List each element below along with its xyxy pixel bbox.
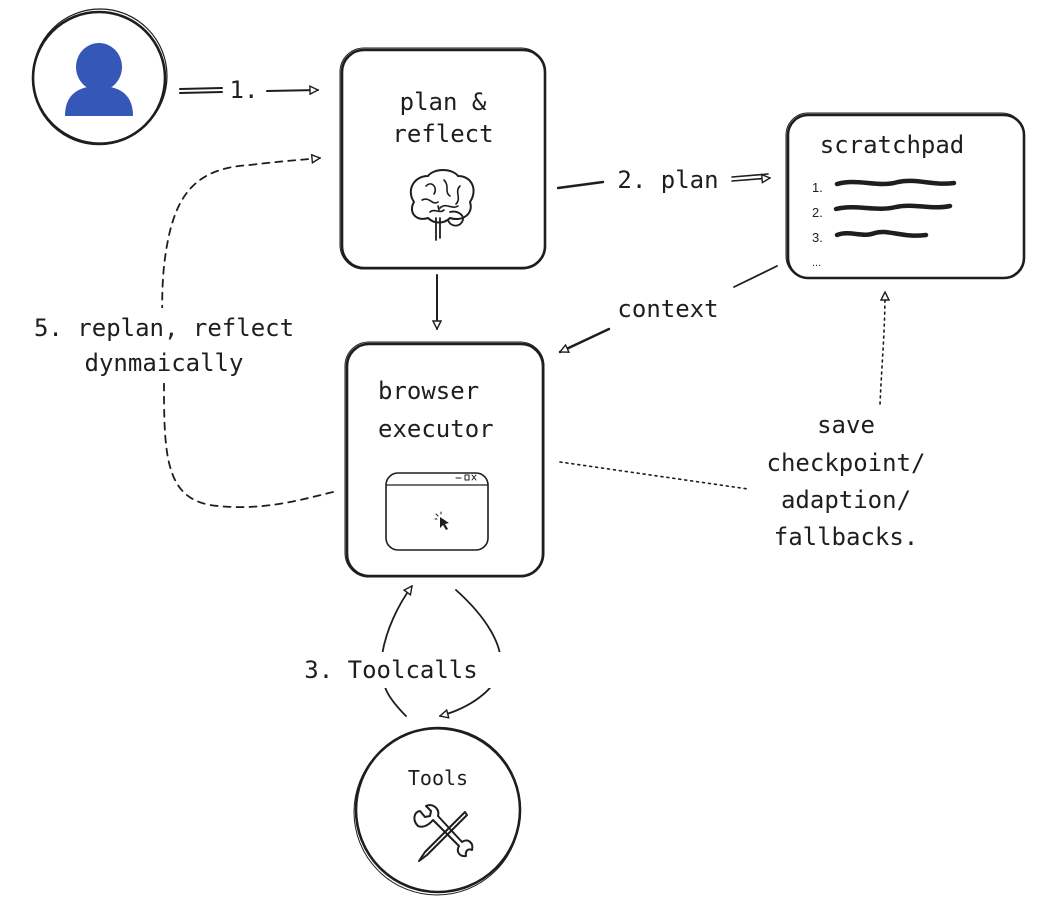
edge-context-arrow	[560, 327, 611, 354]
edge-1-label: 1.	[230, 76, 259, 104]
scratchpad-item-1-number: 1.	[812, 180, 823, 195]
edge-replan-label-bg	[14, 308, 316, 383]
edge-save-label-line2: checkpoint/	[767, 449, 926, 477]
edge-toolcalls-label-bg	[276, 652, 506, 688]
browser-executor-label-line2: executor	[378, 415, 494, 443]
browser-executor-box-sketch	[344, 341, 545, 578]
edge-save-label-line3: adaption/	[781, 486, 911, 514]
scratchpad-item-more: ...	[812, 257, 821, 269]
plan-reflect-node: plan & reflect	[339, 47, 547, 270]
edge-2-line-a	[731, 173, 769, 178]
plan-reflect-box-sketch	[339, 47, 546, 270]
cursor-icon	[434, 511, 449, 530]
user-circle-sketch	[32, 8, 168, 144]
edge-context-line-top	[733, 265, 778, 288]
edge-2-arrow	[731, 178, 770, 181]
browser-executor-label-line1: browser	[378, 377, 479, 405]
plan-reflect-label-line1: plan &	[400, 88, 487, 116]
scratchpad-item-2-number: 2.	[812, 205, 823, 220]
scratchpad-box-sketch	[785, 112, 1025, 279]
edge-save-arrow-up	[879, 292, 885, 405]
plan-reflect-box	[340, 48, 547, 270]
edge-2-label: 2. plan	[617, 166, 718, 194]
browser-executor-box	[345, 342, 545, 578]
edge-toolcalls-label: 3. Toolcalls	[304, 656, 477, 684]
edge-context-label: context	[617, 295, 718, 323]
wrench-screwdriver-icon	[413, 804, 474, 862]
plan-reflect-label-line2: reflect	[392, 120, 493, 148]
edge-toolcalls-up	[380, 586, 412, 717]
user-icon	[65, 43, 133, 116]
brain-icon	[409, 169, 475, 241]
edge-save-line-left	[559, 461, 749, 490]
user-node	[31, 8, 168, 146]
scratchpad-title: scratchpad	[820, 131, 965, 159]
tools-label: Tools	[408, 766, 468, 790]
scratchpad-scribble-2	[833, 203, 953, 212]
scratchpad-scribble-1	[834, 178, 957, 187]
edge-replan-loop: 5. replan, reflect dynmaically	[14, 158, 334, 508]
tools-node: Tools	[353, 726, 522, 896]
browser-executor-node: browser executor	[344, 341, 545, 578]
scratchpad-item-3-number: 3.	[812, 230, 823, 245]
edge-2-line	[556, 180, 605, 190]
edge-user-to-plan: 1.	[179, 76, 318, 104]
edge-plan-to-scratchpad: 2. plan	[556, 166, 770, 194]
browser-window-icon	[385, 472, 489, 551]
edge-save-label-line4: fallbacks.	[774, 523, 919, 551]
tools-circle-sketch	[353, 728, 521, 896]
edge-1-line-a	[179, 87, 223, 90]
scratchpad-node: scratchpad 1. 2. 3. ...	[785, 112, 1026, 280]
edge-save-label-line1: save	[817, 411, 875, 439]
edge-replan-label-line2: dynmaically	[85, 349, 244, 377]
scratchpad-scribble-3	[834, 229, 929, 238]
edge-replan-label-line1: 5. replan, reflect	[34, 314, 294, 342]
edge-save-checkpoint: save checkpoint/ adaption/ fallbacks.	[559, 292, 926, 551]
edge-toolcalls: 3. Toolcalls	[276, 586, 506, 716]
edge-1-line-b	[179, 91, 223, 94]
edge-1-arrow	[266, 90, 318, 91]
edge-scratchpad-context: context	[560, 265, 778, 354]
